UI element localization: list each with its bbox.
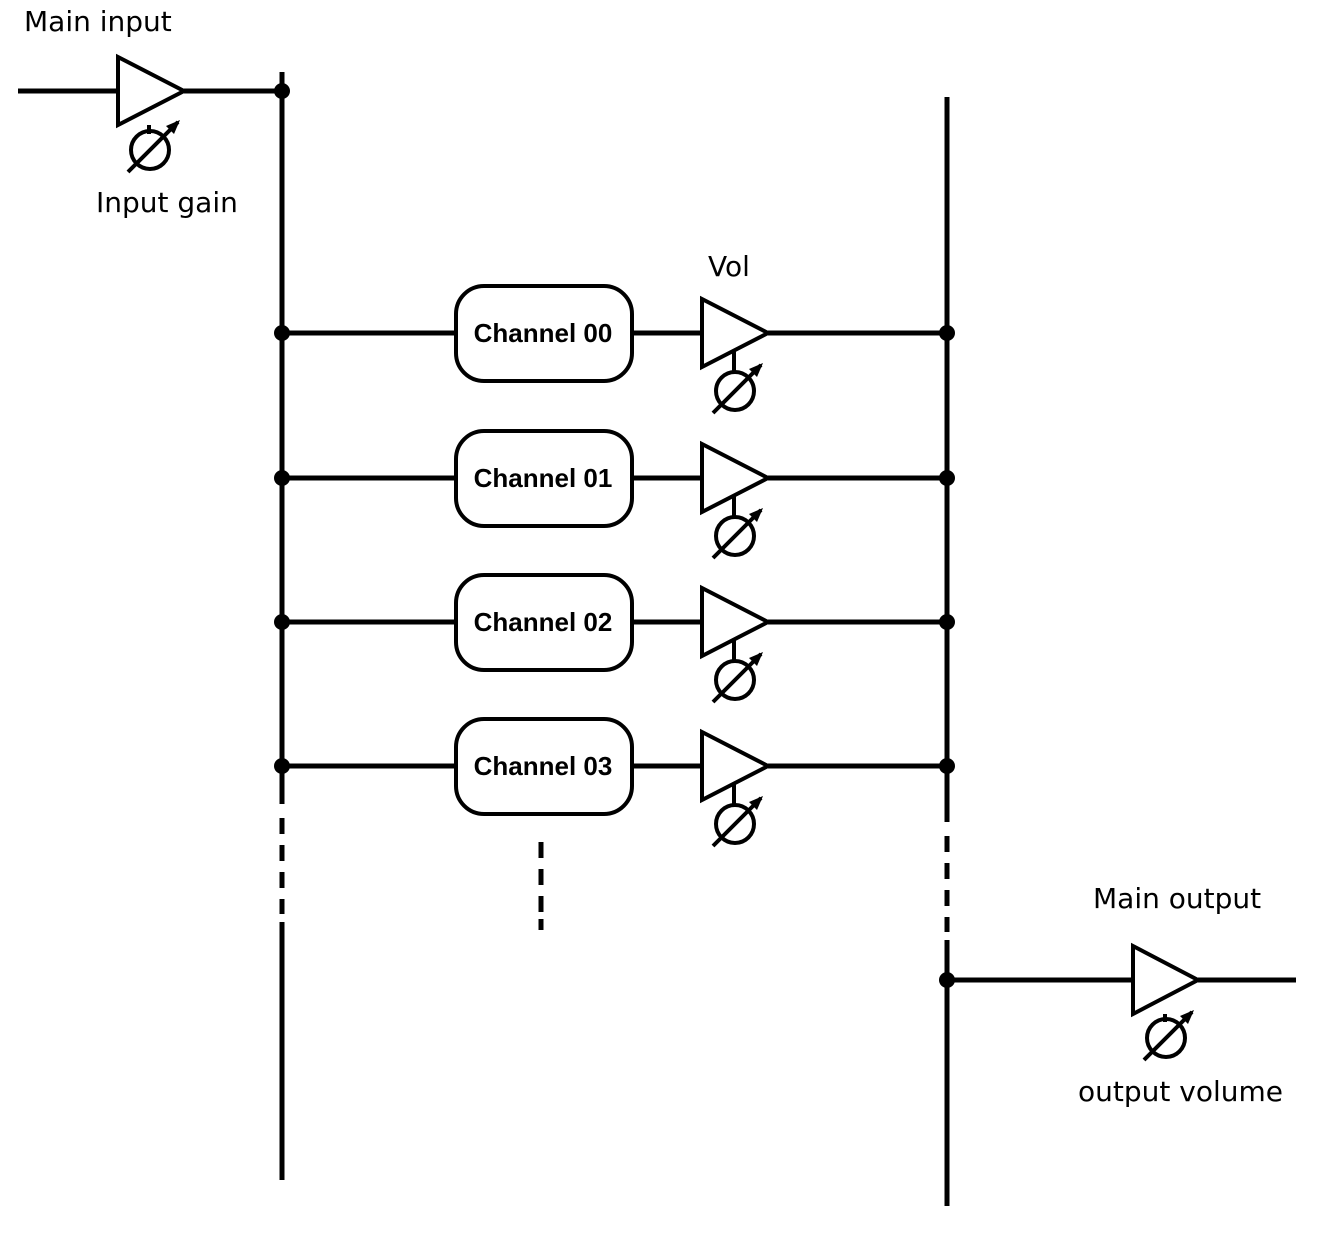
channel-label: Channel 01 bbox=[474, 463, 613, 493]
input-bus-junction-dot bbox=[274, 325, 290, 341]
gain-knob-icon bbox=[129, 129, 171, 171]
input-bus-junction-dot bbox=[274, 758, 290, 774]
output-bus-junction-dot bbox=[939, 325, 955, 341]
amplifier-triangle-icon bbox=[116, 53, 189, 129]
input-gain-amplifier[interactable] bbox=[116, 53, 189, 174]
input-bus-junction-dot bbox=[274, 470, 290, 486]
vol-label: Vol bbox=[708, 250, 750, 283]
channel-volume-amplifier[interactable] bbox=[700, 584, 773, 704]
channel-block[interactable]: Channel 02 bbox=[454, 573, 634, 672]
output-bus-junction-dot bbox=[939, 758, 955, 774]
channel-label: Channel 03 bbox=[474, 751, 613, 781]
volume-knob-icon bbox=[714, 803, 756, 845]
channel-block[interactable]: Channel 01 bbox=[454, 429, 634, 528]
channel-block[interactable]: Channel 03 bbox=[454, 717, 634, 816]
channel-row: Channel 03 bbox=[274, 717, 955, 848]
input-gain-label: Input gain bbox=[96, 186, 238, 219]
channel-row: Channel 01 bbox=[274, 429, 955, 560]
channel-row: Channel 00 bbox=[274, 284, 955, 415]
volume-knob-icon bbox=[714, 659, 756, 701]
volume-knob-icon bbox=[714, 515, 756, 557]
input-bus-junction-dot bbox=[274, 614, 290, 630]
channel-label: Channel 02 bbox=[474, 607, 613, 637]
channel-volume-amplifier[interactable] bbox=[700, 728, 773, 848]
amplifier-triangle-icon bbox=[1131, 942, 1203, 1018]
channel-volume-amplifier[interactable] bbox=[700, 295, 773, 415]
main-output-label: Main output bbox=[1093, 882, 1261, 915]
channel-block[interactable]: Channel 00 bbox=[454, 284, 634, 383]
output-volume-amplifier[interactable] bbox=[1131, 942, 1203, 1062]
knob-arrow-icon bbox=[126, 120, 180, 174]
channel-volume-amplifier[interactable] bbox=[700, 440, 773, 560]
channel-row: Channel 02 bbox=[274, 573, 955, 704]
main-input-label: Main input bbox=[24, 5, 172, 38]
output-bus-junction-dot bbox=[939, 614, 955, 630]
volume-knob-icon bbox=[1145, 1017, 1187, 1059]
output-bus-junction-dot bbox=[939, 470, 955, 486]
channel-label: Channel 00 bbox=[474, 318, 613, 348]
output-volume-label: output volume bbox=[1078, 1075, 1283, 1108]
volume-knob-icon bbox=[714, 370, 756, 412]
channel-rows: Channel 00 Channel 01 Channel 02 Channel 03 bbox=[274, 284, 955, 848]
